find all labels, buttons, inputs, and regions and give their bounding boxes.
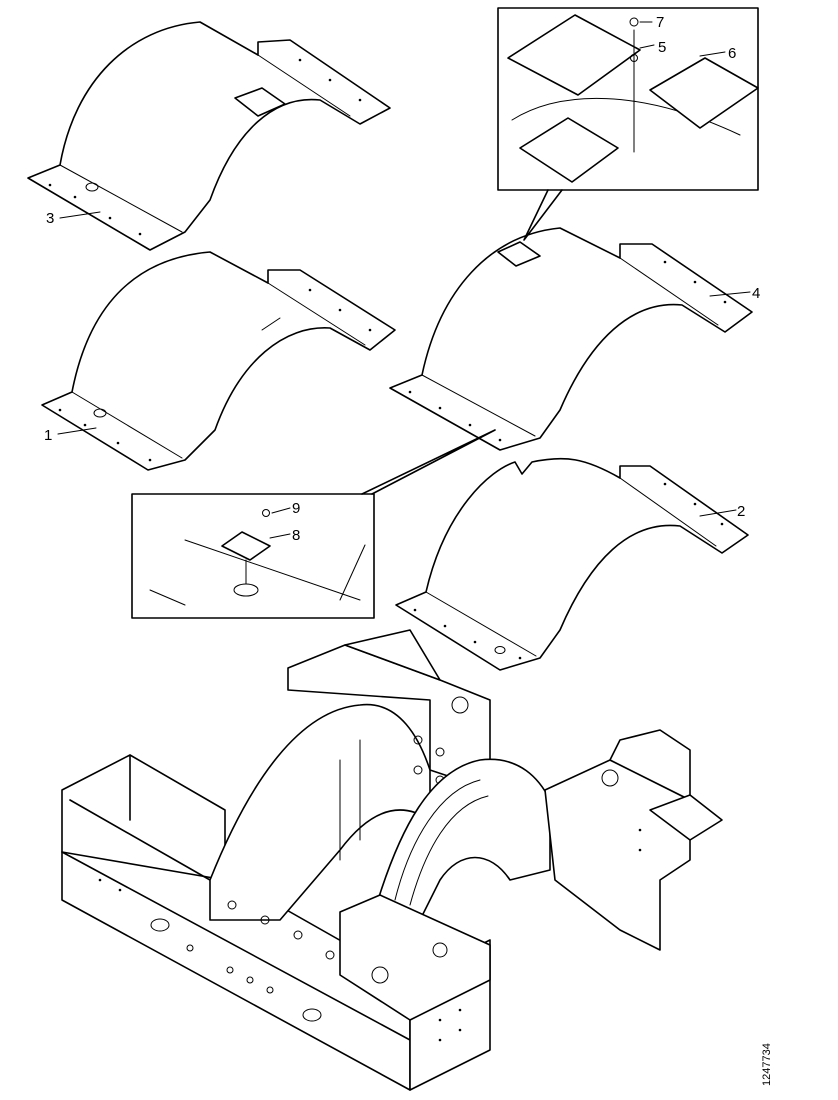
label-4: 4 bbox=[752, 285, 760, 302]
detail-inset-cover-plates: 7 5 6 bbox=[497, 7, 759, 241]
label-5: 5 bbox=[658, 39, 666, 56]
fender-part-1[interactable] bbox=[41, 251, 396, 471]
label-3: 3 bbox=[46, 210, 54, 227]
callout-2: 2 bbox=[699, 503, 745, 520]
label-6: 6 bbox=[728, 45, 736, 62]
callout-4: 4 bbox=[709, 285, 760, 302]
detail-inset-inspection-plate: 9 8 bbox=[131, 429, 496, 619]
figure-reference-number: 1247734 bbox=[761, 1043, 773, 1086]
chassis-frame bbox=[61, 629, 723, 1091]
label-9: 9 bbox=[292, 500, 300, 517]
label-8: 8 bbox=[292, 527, 300, 544]
label-7: 7 bbox=[656, 14, 664, 31]
callout-3: 3 bbox=[46, 210, 101, 227]
fender-part-3[interactable] bbox=[27, 21, 391, 251]
fender-part-4[interactable] bbox=[389, 227, 753, 451]
callout-1: 1 bbox=[44, 427, 97, 444]
label-1: 1 bbox=[44, 427, 52, 444]
label-2: 2 bbox=[737, 503, 745, 520]
fender-part-2[interactable] bbox=[395, 457, 749, 671]
